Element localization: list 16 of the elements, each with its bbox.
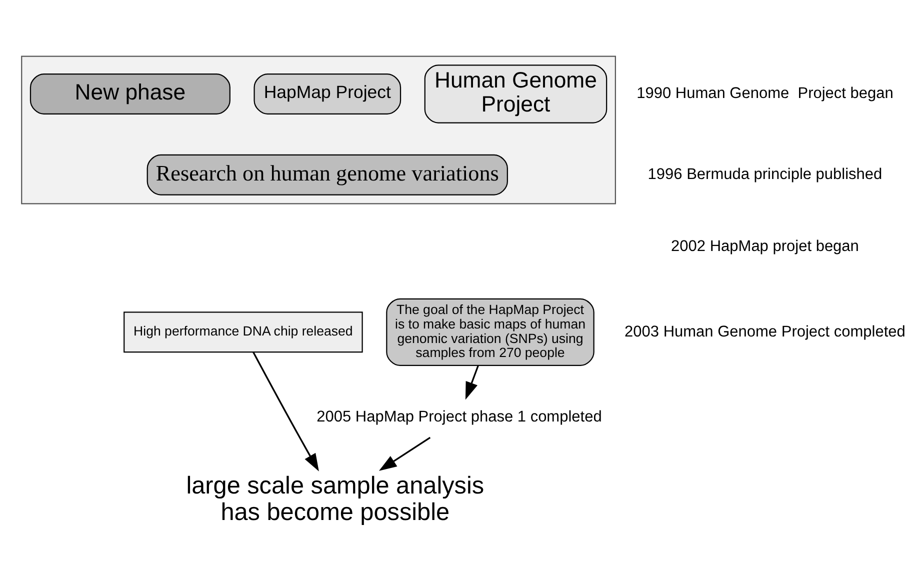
- label: 2003 Human Genome Project completed: [624, 322, 906, 340]
- cluster: [21, 55, 616, 204]
- node-box: Research on human genome variations: [146, 154, 508, 195]
- node-box: New phase: [30, 72, 230, 114]
- node-text: 2005 HapMap Project phase 1 completed: [316, 408, 602, 426]
- arrow: [465, 364, 479, 400]
- node-box: High performance DNA chip released: [124, 311, 363, 352]
- label: 1990 Human Genome Project began: [636, 84, 894, 102]
- arrow: [252, 351, 319, 471]
- node-text: large scale sample analysis has become possible: [186, 472, 484, 526]
- label: 2002 HapMap projet began: [671, 237, 859, 254]
- node-box: HapMap Project: [254, 72, 402, 114]
- node-box: The goal of the HapMap Project is to make basic maps of human genomic variation (SNPs) using samples from 270 people: [386, 298, 594, 366]
- node-box: Human Genome Project: [424, 64, 608, 123]
- arrow: [378, 436, 431, 470]
- label: 1996 Bermuda principle published: [648, 165, 882, 182]
